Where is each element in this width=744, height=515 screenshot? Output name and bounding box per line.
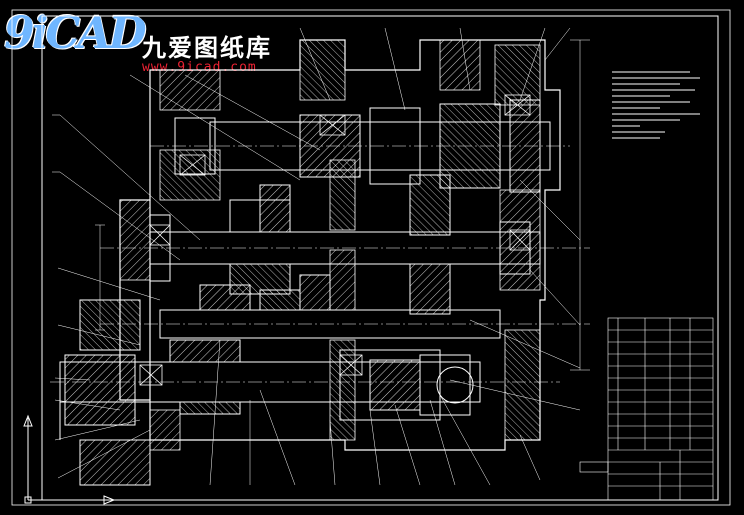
sheet-outer-border <box>11 9 731 506</box>
technical-notes <box>612 71 700 139</box>
shaft-bottom <box>50 299 560 486</box>
title-block <box>579 317 714 501</box>
housing-sections <box>119 39 541 451</box>
dimension-lines <box>95 39 590 371</box>
leader-lines <box>52 27 581 486</box>
shaft-lower <box>100 274 590 339</box>
watermark-name: 九爱图纸库 <box>142 34 272 62</box>
ucs-icon <box>23 414 116 505</box>
bearings <box>139 94 531 386</box>
sheet-inner-border <box>41 15 719 501</box>
